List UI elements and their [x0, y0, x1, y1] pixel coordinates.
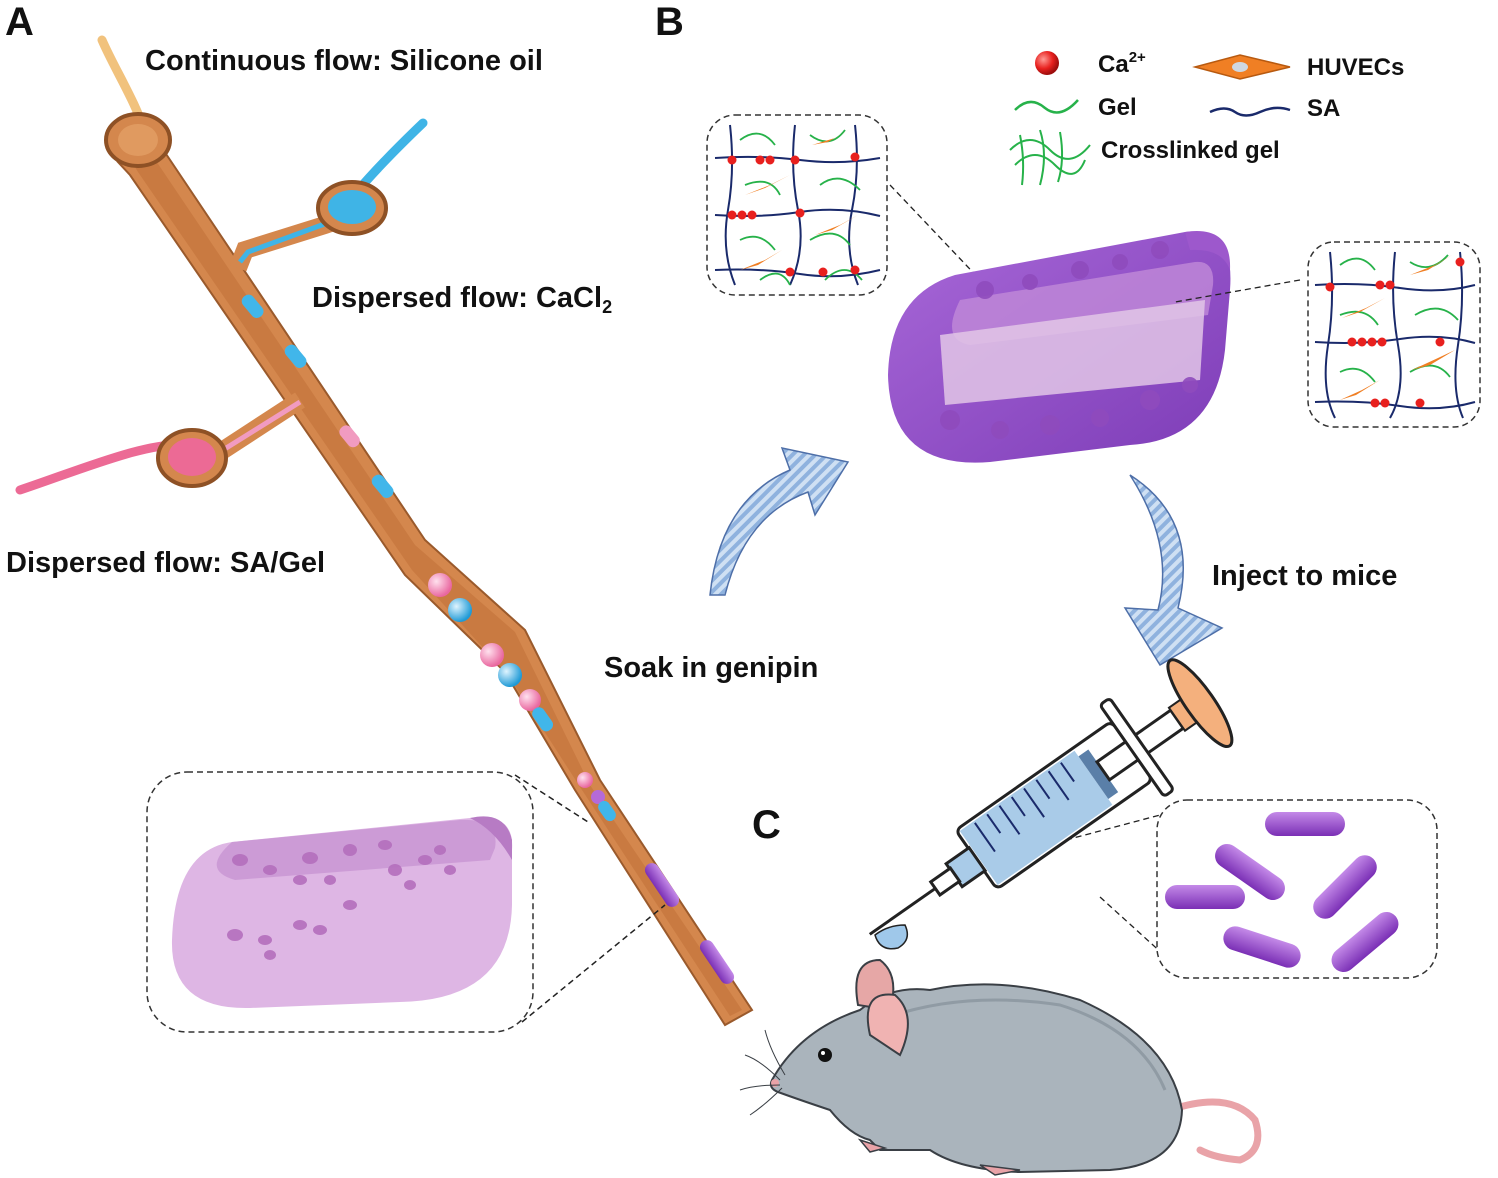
- droplet-blue: [371, 474, 394, 499]
- continuous-flow-label: Continuous flow: Silicone oil: [145, 45, 543, 77]
- inject-step-label: Inject to mice: [1212, 560, 1398, 592]
- soak-step-label: Soak in genipin: [604, 652, 819, 684]
- cacl2-side-fill: [238, 219, 331, 264]
- network-inset-inner: [1307, 241, 1481, 428]
- network-inset-outer: [706, 114, 986, 296]
- legend: [1009, 51, 1291, 186]
- microfluidic-chip: [15, 35, 754, 1027]
- legend-crosslinked-gel-label: Crosslinked gel: [1101, 137, 1280, 164]
- merged-droplet-violet: [591, 790, 605, 804]
- soak-arrow: [709, 446, 850, 596]
- droplet-pink: [339, 425, 360, 448]
- huvec-cell-icon: [1192, 54, 1291, 80]
- merged-droplet-pink: [577, 772, 593, 788]
- fibers-inset-c: [1156, 799, 1438, 979]
- gel-line-icon: [1014, 99, 1079, 114]
- panel-label-c: C: [752, 803, 781, 847]
- legend-ca-label: Ca2+: [1098, 49, 1146, 78]
- panel-label-b: B: [655, 0, 684, 44]
- fiber-inset-a: [146, 771, 666, 1033]
- mouse-ear: [866, 993, 909, 1057]
- legend-huvecs-label: HUVECs: [1307, 54, 1405, 81]
- sa-line-icon: [1209, 106, 1291, 117]
- fiber-segment: [644, 863, 680, 907]
- ca-ion-icon: [1035, 51, 1059, 75]
- merged-droplet-pink: [480, 643, 504, 667]
- droplet-blue: [241, 294, 264, 319]
- legend-gel-label: Gel: [1098, 94, 1137, 121]
- sa-gel-reservoir-pool: [168, 438, 216, 476]
- cacl2-flow-label: Dispersed flow: CaCl2: [312, 282, 613, 317]
- sa-gel-side-fill: [213, 399, 302, 458]
- merged-droplet-pink: [428, 573, 452, 597]
- merged-droplet-pink: [519, 689, 541, 711]
- sa-gel-flow-label: Dispersed flow: SA/Gel: [6, 547, 326, 579]
- syringe-fluid: [959, 750, 1113, 886]
- legend-sa-label: SA: [1307, 95, 1341, 122]
- syringe-plunger: [1166, 658, 1234, 749]
- merged-droplet-blue: [498, 663, 522, 687]
- syringe: [868, 658, 1234, 936]
- inject-arrow: [1123, 474, 1224, 667]
- crosslinked-gel-icon: [1009, 129, 1091, 186]
- mouse-tail: [1166, 1098, 1262, 1164]
- droplet-blue: [598, 800, 616, 822]
- mouse-body: [769, 983, 1184, 1174]
- mouse-eye: [818, 1048, 832, 1062]
- panel-label-a: A: [5, 0, 34, 44]
- oil-reservoir-pool: [118, 124, 158, 156]
- mouse-hind-paw: [979, 1164, 1021, 1176]
- cacl2-reservoir-pool: [328, 190, 376, 224]
- merged-droplet-blue: [532, 707, 554, 732]
- liquid-drop: [874, 924, 909, 950]
- mouse: [739, 958, 1262, 1176]
- mouse-nose: [771, 1079, 779, 1087]
- droplet-blue: [284, 344, 307, 369]
- merged-droplet-blue: [448, 598, 472, 622]
- mouse-front-paw: [857, 1138, 888, 1153]
- hollow-fiber-b: [888, 231, 1301, 463]
- fiber-segment: [699, 940, 735, 984]
